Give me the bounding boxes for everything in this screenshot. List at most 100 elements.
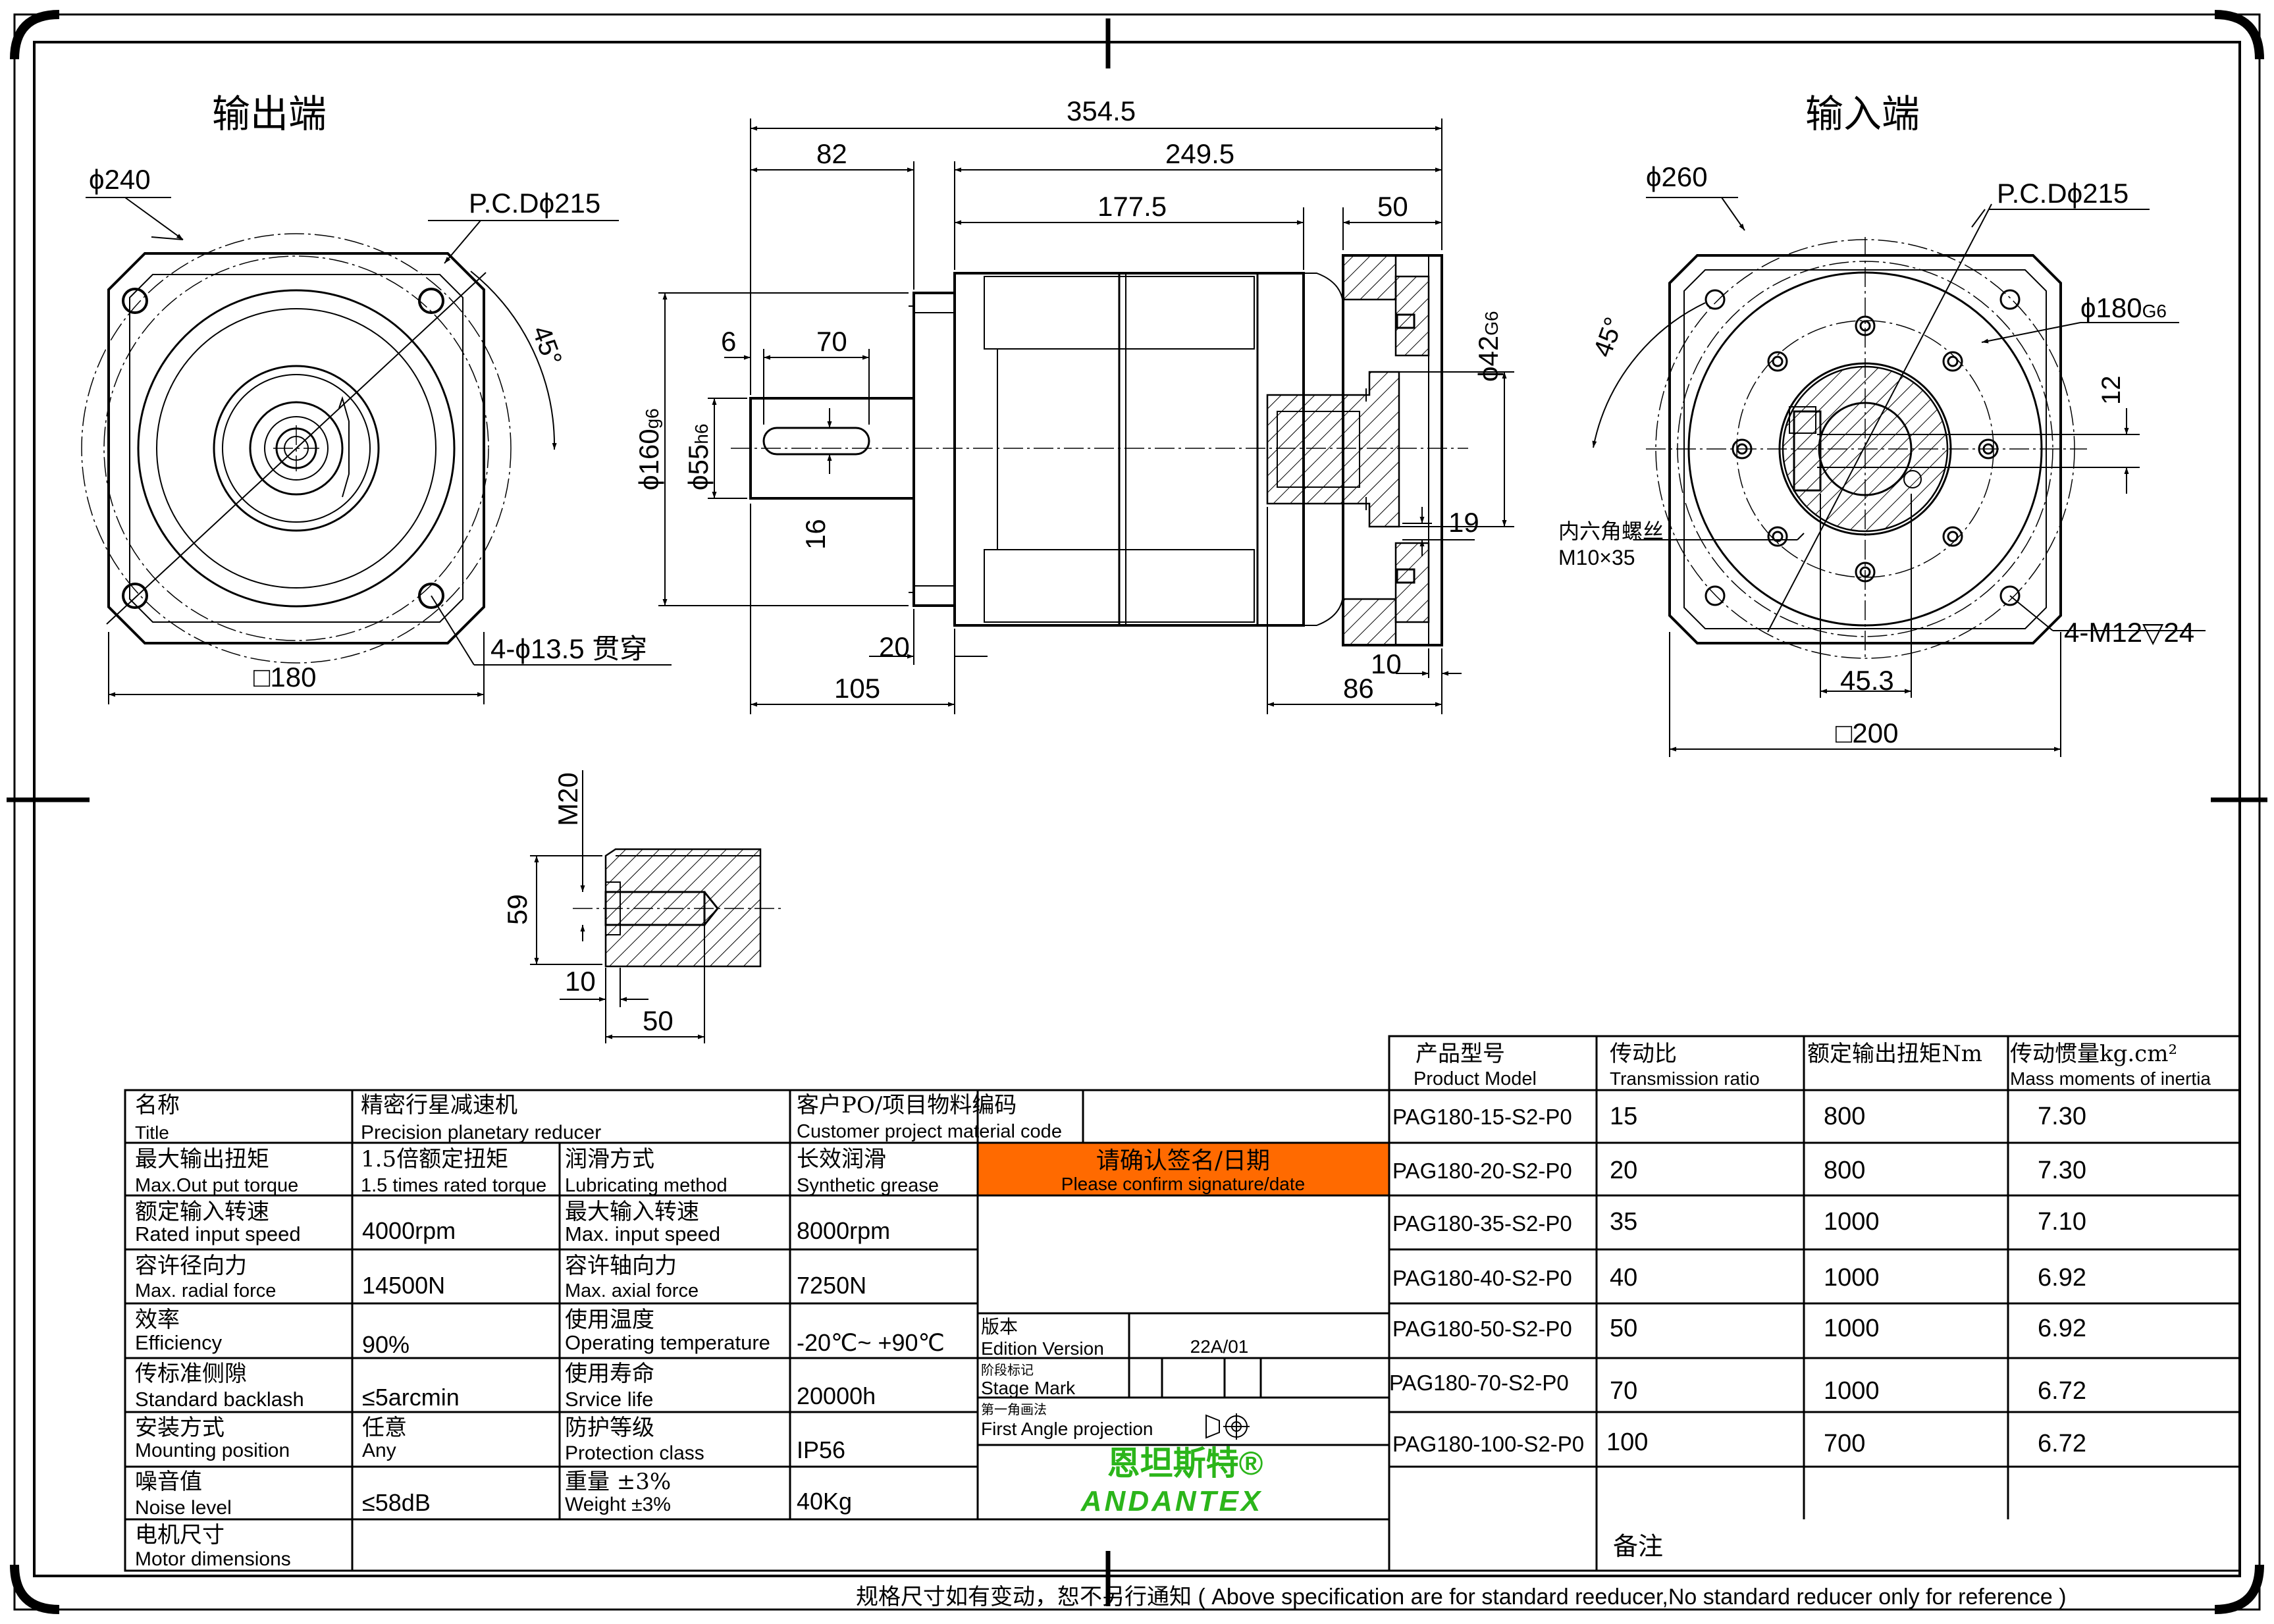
torque-cell: 1000 bbox=[1824, 1264, 1880, 1292]
footer-note: 规格尺寸如有变动，恕不另行通知 ( Above specification ar… bbox=[856, 1585, 2067, 1610]
torque-cell: 1000 bbox=[1824, 1315, 1880, 1342]
dim-total: 354.5 bbox=[1067, 95, 1136, 126]
spec-label-en: Customer project material code bbox=[797, 1121, 1062, 1142]
spec-label-cn: 使用寿命 bbox=[565, 1361, 654, 1387]
dim-d160: ϕ160g6 bbox=[633, 408, 664, 490]
spec-label-cn: 润滑方式 bbox=[565, 1146, 654, 1172]
dim-12: 12 bbox=[2097, 376, 2126, 406]
spec-value: 20000h bbox=[797, 1382, 876, 1409]
dim-177-5: 177.5 bbox=[1097, 191, 1167, 222]
spec-value-en: Any bbox=[362, 1440, 396, 1461]
dim-20: 20 bbox=[879, 631, 910, 662]
spec-value: 90% bbox=[362, 1331, 410, 1358]
spec-label-en: Rated input speed bbox=[135, 1222, 301, 1245]
drawing-frame bbox=[7, 10, 2267, 1614]
inertia-cell: 6.72 bbox=[2038, 1430, 2086, 1457]
spec-label-en: Protection class bbox=[565, 1442, 704, 1464]
spec-label-en: Motor dimensions bbox=[135, 1548, 291, 1570]
spec-label-en: Srvice life bbox=[565, 1388, 653, 1411]
model-cell: PAG180-35-S2-P0 bbox=[1392, 1211, 1572, 1236]
dim-19: 19 bbox=[1448, 507, 1479, 538]
stage-label-cn: 阶段标记 bbox=[981, 1362, 1034, 1378]
dim-d260: ϕ260 bbox=[1646, 161, 1708, 192]
side-view bbox=[658, 118, 1514, 714]
dim-16: 16 bbox=[800, 519, 831, 550]
dim-6: 6 bbox=[721, 326, 736, 357]
spec-label-en: Standard backlash bbox=[135, 1388, 304, 1411]
output-end-view bbox=[81, 197, 672, 704]
header-inertia-cn: 传动惯量kg.cm² bbox=[2010, 1041, 2177, 1067]
dim-86: 86 bbox=[1343, 673, 1374, 704]
dim-angle45-out: 45° bbox=[527, 322, 568, 369]
spec-label-en: Operating temperature bbox=[565, 1331, 770, 1354]
screw-label: M10×35 bbox=[1558, 546, 1635, 569]
torque-cell: 700 bbox=[1824, 1430, 1865, 1457]
spec-value: IP56 bbox=[797, 1436, 845, 1463]
dim-82: 82 bbox=[816, 138, 847, 169]
brand-logo: 恩坦斯特® ANDANTEX bbox=[1080, 1445, 1263, 1517]
spec-value: 40Kg bbox=[797, 1488, 852, 1515]
brand-name-cn: 恩坦斯特® bbox=[1107, 1445, 1263, 1482]
dim-105: 105 bbox=[834, 673, 880, 704]
remark-label: 备注 bbox=[1613, 1532, 1663, 1561]
dim-59: 59 bbox=[502, 894, 533, 925]
stage-label-en: Stage Mark bbox=[981, 1378, 1076, 1398]
spec-value-cn: 长效润滑 bbox=[797, 1146, 886, 1172]
dim-d240: ϕ240 bbox=[89, 164, 151, 195]
model-cell: PAG180-100-S2-P0 bbox=[1392, 1432, 1584, 1456]
spec-label-cn: 安装方式 bbox=[135, 1415, 225, 1441]
header-model-en: Product Model bbox=[1414, 1068, 1537, 1089]
ratio-cell: 20 bbox=[1610, 1157, 1637, 1184]
dim-249-5: 249.5 bbox=[1165, 138, 1234, 169]
spec-label-en: Mounting position bbox=[135, 1440, 290, 1461]
spec-value: ≤5arcmin bbox=[362, 1384, 460, 1411]
spec-value-en: Synthetic grease bbox=[797, 1175, 939, 1196]
spec-value-en: 1.5 times rated torque bbox=[361, 1175, 546, 1196]
spec-value-cn: 任意 bbox=[362, 1415, 407, 1441]
dim-45-3: 45.3 bbox=[1840, 665, 1894, 696]
edition-block: 版本 Edition Version 22A/01 阶段标记 Stage Mar… bbox=[981, 1316, 1250, 1440]
dim-m20: M20 bbox=[552, 772, 583, 826]
model-cell: PAG180-40-S2-P0 bbox=[1392, 1266, 1572, 1290]
model-cell: PAG180-50-S2-P0 bbox=[1392, 1317, 1572, 1341]
confirm-label-cn: 请确认签名/日期 bbox=[1096, 1147, 1270, 1174]
spec-value: -20℃~ +90℃ bbox=[797, 1329, 945, 1356]
spec-label-en: Max. input speed bbox=[565, 1222, 720, 1245]
model-cell: PAG180-15-S2-P0 bbox=[1392, 1105, 1572, 1129]
dim-50-side: 50 bbox=[1377, 191, 1408, 222]
ratio-cell: 35 bbox=[1610, 1208, 1637, 1236]
ratio-cell: 40 bbox=[1610, 1264, 1637, 1292]
spec-label-cn: 最大输出扭矩 bbox=[135, 1146, 269, 1172]
header-ratio-en: Transmission ratio bbox=[1610, 1068, 1760, 1089]
inertia-cell: 7.10 bbox=[2038, 1208, 2086, 1236]
spec-value: 8000rpm bbox=[797, 1217, 890, 1244]
dim-d180: ϕ180G6 bbox=[2080, 292, 2167, 323]
spec-value: 14500N bbox=[362, 1272, 445, 1299]
header-torque-cn: 额定输出扭矩Nm bbox=[1807, 1041, 1982, 1067]
spec-label-cn: 客户PO/项目物料编码 bbox=[797, 1092, 1017, 1118]
spec-value-cn: 1.5倍额定扭矩 bbox=[361, 1146, 508, 1172]
shaft-end-detail bbox=[530, 770, 783, 1043]
dim-d42: ϕ42G6 bbox=[1473, 311, 1504, 382]
spec-label-cn: 额定输入转速 bbox=[135, 1199, 269, 1225]
dim-pcd215-in: P.C.Dϕ215 bbox=[1997, 178, 2129, 209]
spec-label-en: Max.Out put torque bbox=[135, 1175, 298, 1196]
model-table: 产品型号 Product Model 传动比 Transmission rati… bbox=[1389, 1041, 2211, 1561]
spec-label-en: Weight ±3% bbox=[565, 1494, 671, 1515]
inertia-cell: 7.30 bbox=[2038, 1103, 2086, 1130]
spec-table: 名称 Title 精密行星减速机 Precision planetary red… bbox=[135, 1092, 1062, 1570]
projection-label-en: First Angle projection bbox=[981, 1419, 1153, 1439]
ratio-cell: 50 bbox=[1610, 1315, 1637, 1342]
dim-50-detail: 50 bbox=[643, 1005, 674, 1036]
dim-holes-in: 4-M12▽24 bbox=[2064, 617, 2194, 648]
dim-10-side: 10 bbox=[1371, 648, 1402, 679]
dim-10-detail: 10 bbox=[565, 966, 596, 997]
spec-label-cn: 使用温度 bbox=[565, 1307, 654, 1333]
inertia-cell: 6.72 bbox=[2038, 1377, 2086, 1405]
model-cell: PAG180-20-S2-P0 bbox=[1392, 1159, 1572, 1183]
spec-label-en: Efficiency bbox=[135, 1331, 223, 1354]
edition-label-cn: 版本 bbox=[981, 1316, 1018, 1338]
torque-cell: 800 bbox=[1824, 1157, 1865, 1184]
ratio-cell: 15 bbox=[1610, 1103, 1637, 1130]
